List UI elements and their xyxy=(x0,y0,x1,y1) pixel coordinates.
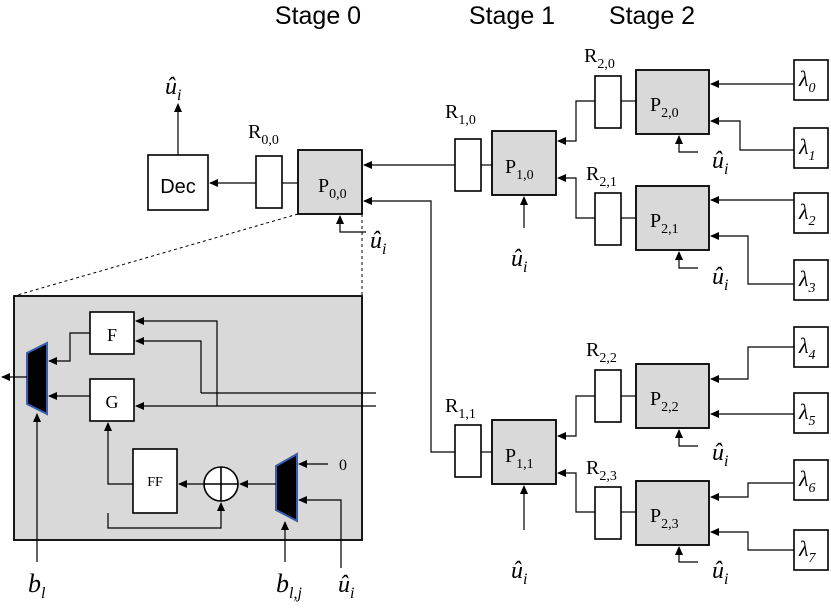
u-hat-p21-arrow xyxy=(675,251,698,269)
r22-label: R2,2 xyxy=(586,339,617,366)
ff-block xyxy=(132,448,178,514)
zoom-line-left xyxy=(13,213,299,297)
r21-label: R2,1 xyxy=(586,163,617,190)
register-r10 xyxy=(454,138,482,192)
r22-to-p11-arrow xyxy=(557,395,595,440)
r20-label: R2,0 xyxy=(584,45,615,72)
f-block xyxy=(89,311,135,355)
g-block xyxy=(89,378,135,422)
processor-p00 xyxy=(297,149,363,215)
r23-to-p11-arrow xyxy=(557,469,595,513)
register-r11 xyxy=(454,424,482,478)
llr-box-2 xyxy=(793,192,829,234)
r11-label: R1,1 xyxy=(445,395,476,422)
f-to-mux-arrow xyxy=(48,332,90,365)
u-hat-p23-arrow xyxy=(675,546,698,563)
r21-to-p10-arrow xyxy=(557,174,595,219)
p11-label: P1,1 xyxy=(505,445,534,472)
r10-label: R1,0 xyxy=(445,101,476,128)
u-hat-p00-arrow xyxy=(336,215,366,233)
llr-label-2: λ2 xyxy=(798,199,816,229)
decoder-box xyxy=(147,154,209,211)
register-r00 xyxy=(255,155,283,209)
zero-input-label: 0 xyxy=(339,457,347,474)
processor-p11 xyxy=(491,419,557,485)
llr-label-0: λ0 xyxy=(798,66,816,96)
llr-label-6: λ6 xyxy=(798,466,816,496)
decoder-label: Dec xyxy=(160,176,196,198)
p22-label: P2,2 xyxy=(650,388,679,415)
r20-to-p10-arrow xyxy=(557,100,595,145)
u-hat-detail-input: ûi xyxy=(338,572,354,602)
u-hat-p11-input: ûi xyxy=(511,558,527,588)
u-hat-p10-input: ûi xyxy=(511,246,527,276)
u-hat-p23-input: ûi xyxy=(712,558,728,588)
b-l-label: bl xyxy=(28,569,46,602)
p20-label: P2,0 xyxy=(650,94,679,121)
r11-to-p00-arrow xyxy=(363,197,455,453)
feedback-arrow xyxy=(107,502,225,529)
u-hat-p20-input: ûi xyxy=(712,148,728,178)
llr-label-1: λ1 xyxy=(798,134,816,164)
input-mux xyxy=(275,452,298,523)
ff-to-g-arrow xyxy=(104,422,133,485)
register-r21 xyxy=(594,192,622,246)
b-lj-label: bl,j xyxy=(276,569,302,602)
register-r20 xyxy=(594,75,622,129)
register-r22 xyxy=(594,369,622,423)
f-block-label: F xyxy=(107,325,117,345)
llr-box-3 xyxy=(793,259,829,301)
stage-0-header: Stage 0 xyxy=(275,2,361,30)
output-mux xyxy=(26,341,48,416)
u-hat-dec-output: ûi xyxy=(165,74,181,104)
llr-box-4 xyxy=(793,326,829,368)
llr-box-6 xyxy=(793,459,829,501)
r23-label: R2,3 xyxy=(586,457,617,484)
stage-2-header: Stage 2 xyxy=(609,2,695,30)
llr-label-4: λ4 xyxy=(798,333,816,363)
u-hat-p21-input: ûi xyxy=(712,264,728,294)
llr-label-5: λ5 xyxy=(798,399,816,429)
u-hat-p22-arrow xyxy=(675,429,698,447)
r00-label: R0,0 xyxy=(248,121,279,148)
llr-box-0 xyxy=(793,59,829,101)
u-hat-p00-input: ûi xyxy=(370,228,386,258)
u-hat-p22-input: ûi xyxy=(712,440,728,470)
p00-label: P0,0 xyxy=(318,175,347,202)
g-block-label: G xyxy=(106,392,119,412)
stage-1-header: Stage 1 xyxy=(469,2,555,30)
llr-box-5 xyxy=(793,392,829,434)
p10-label: P1,0 xyxy=(505,156,534,183)
processor-p22 xyxy=(635,363,710,429)
u-hat-p20-arrow xyxy=(675,135,698,153)
processor-p23 xyxy=(635,480,710,546)
p21-label: P2,1 xyxy=(650,210,679,237)
register-r23 xyxy=(594,486,622,540)
processor-detail-panel xyxy=(13,295,363,541)
llr-box-1 xyxy=(793,127,829,169)
u-hat-detail-arrow xyxy=(298,496,342,568)
llr-label-7: λ7 xyxy=(798,536,817,566)
bus-to-f-top xyxy=(135,317,218,406)
processor-p10 xyxy=(491,130,557,196)
bus-to-f-bottom xyxy=(135,337,202,393)
llr-inputs: λ0 λ1 λ2 λ3 λ4 λ5 λ6 λ7 xyxy=(710,59,829,571)
ff-block-label: FF xyxy=(147,475,163,490)
llr-label-3: λ3 xyxy=(798,266,816,296)
processor-p20 xyxy=(635,69,710,135)
p23-label: P2,3 xyxy=(650,505,679,532)
processor-p21 xyxy=(635,185,710,251)
